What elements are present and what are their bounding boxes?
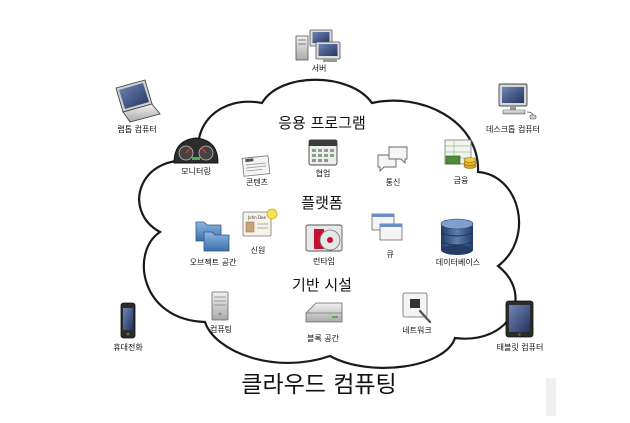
desktop-icon <box>498 83 537 120</box>
database-label: 데이터베이스 <box>435 258 481 267</box>
monitoring-icon <box>173 137 219 164</box>
infrastructure-section-title: 기반 시설 <box>292 276 352 294</box>
compute-icon <box>211 291 229 321</box>
server-label: 서버 <box>311 64 327 73</box>
finance-label: 금융 <box>453 176 469 185</box>
phone-label: 휴대전화 <box>113 343 143 352</box>
phone-icon <box>120 302 136 339</box>
collaboration-icon <box>308 139 338 166</box>
block-storage-icon <box>305 302 343 323</box>
content-icon <box>241 155 271 177</box>
runtime-icon <box>305 224 343 252</box>
communication-label: 통신 <box>385 178 401 187</box>
platform-section-title: 플랫폼 <box>301 194 343 212</box>
corner-artifact <box>546 378 556 416</box>
identity-label: 신원 <box>250 246 266 255</box>
server-icon <box>295 29 341 62</box>
laptop-label: 랩톱 컴퓨터 <box>117 125 157 134</box>
network-icon <box>402 292 432 324</box>
queue-label: 큐 <box>386 250 394 259</box>
runtime-label: 런타임 <box>312 257 336 266</box>
collaboration-label: 협업 <box>315 169 331 178</box>
communication-icon <box>377 146 408 173</box>
identity-card-name: John Doe <box>247 215 266 220</box>
laptop-icon <box>115 79 161 123</box>
object-storage-label: 오브젝트 공간 <box>189 258 237 267</box>
network-label: 네트워크 <box>402 326 432 335</box>
content-label: 콘텐츠 <box>245 178 269 187</box>
object-storage-icon <box>195 221 230 252</box>
database-icon <box>440 218 474 255</box>
finance-icon <box>444 139 477 169</box>
application-section-title: 응용 프로그램 <box>278 114 366 132</box>
block-storage-label: 블록 공간 <box>307 334 339 343</box>
desktop-label: 데스크톱 컴퓨터 <box>485 125 541 134</box>
tablet-icon <box>505 300 534 338</box>
identity-icon <box>242 208 278 237</box>
diagram-title: 클라우드 컴퓨팅 <box>241 372 397 398</box>
monitoring-label: 모니터링 <box>181 167 211 176</box>
tablet-label: 태블릿 컴퓨터 <box>496 343 544 352</box>
compute-label: 컴퓨팅 <box>209 325 233 334</box>
queue-icon <box>371 213 403 241</box>
